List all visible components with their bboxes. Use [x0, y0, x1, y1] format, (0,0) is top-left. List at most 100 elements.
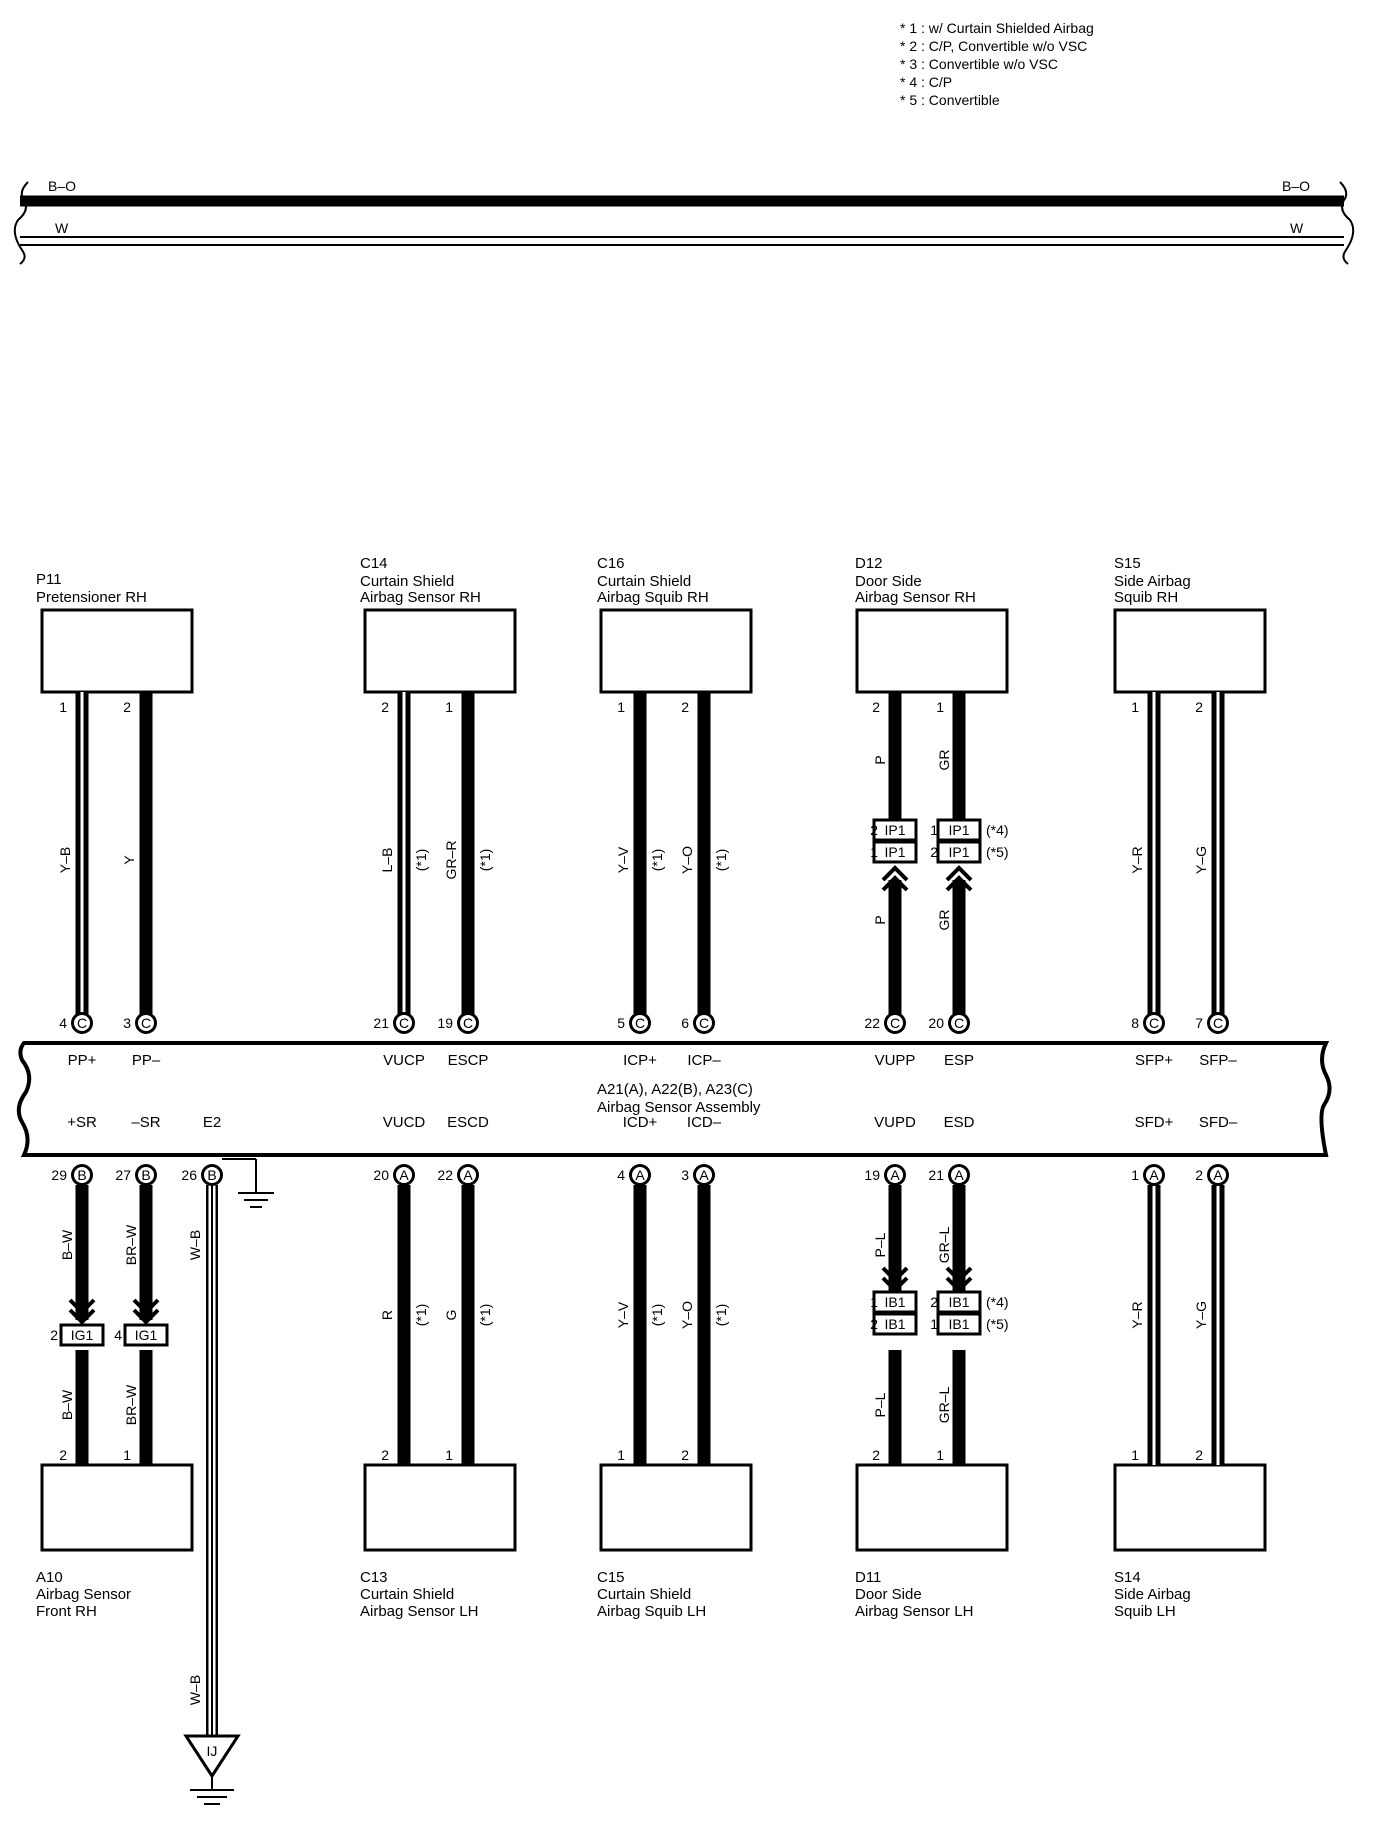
component-pin-number: 2 — [381, 1447, 389, 1463]
wire-color-label: W–B — [187, 1230, 203, 1260]
inline-connector-label: IG1 — [71, 1327, 94, 1343]
note-1: * 1 : w/ Curtain Shielded Airbag — [900, 20, 1094, 36]
component-pin-number: 1 — [59, 699, 67, 715]
component-desc: Door Side — [855, 573, 922, 590]
wire-color-label: Y–R — [1129, 846, 1145, 873]
ecu-pin-terminal-inner — [951, 1015, 967, 1031]
ecu-signal-label: ICD+ — [623, 1114, 658, 1131]
bus-lines: B–O B–O W W — [13, 178, 1355, 265]
wire-color-label: GR — [936, 750, 952, 771]
wire-color-label: R — [379, 1310, 395, 1320]
ecu-pin-number: 8 — [1131, 1015, 1139, 1031]
ecu-pin-terminal-inner — [887, 1015, 903, 1031]
ecu-pin-number: 20 — [928, 1015, 944, 1031]
wire-color-label: Y–B — [57, 847, 73, 873]
connector-letter: A — [890, 1167, 900, 1183]
wire-color-label: G — [443, 1310, 459, 1321]
ecu-signal-label: ICD– — [687, 1114, 722, 1131]
ground-point-label: IJ — [207, 1743, 218, 1759]
inline-connector-label: IP1 — [884, 822, 905, 838]
component-box-top — [599, 608, 753, 694]
connector-chevron — [945, 1266, 973, 1283]
component-label-s14: S14 Side Airbag Squib LH — [1114, 1569, 1191, 1620]
wire-color-label: P — [872, 915, 888, 924]
component-pin-number: 2 — [681, 1447, 689, 1463]
wire-color-label: Y–V — [615, 1301, 631, 1328]
ecu-signal-label: ICP– — [687, 1052, 721, 1069]
component-pin-number: 1 — [445, 1447, 453, 1463]
ecu-pin-number: 3 — [123, 1015, 131, 1031]
wire-color-label: GR — [936, 910, 952, 931]
connector-chevron — [132, 1298, 160, 1315]
ecu-signal-label: PP+ — [68, 1052, 97, 1069]
component-pin-number: 1 — [1131, 1447, 1139, 1463]
inline-pin-number: 2 — [930, 1294, 938, 1310]
note-4: * 4 : C/P — [900, 74, 952, 90]
ecu-signal-label: SFD– — [1199, 1114, 1238, 1131]
ecu-signal-label: ESCP — [448, 1052, 489, 1069]
component-pin-number: 2 — [59, 1447, 67, 1463]
component-code: D11 — [855, 1569, 881, 1586]
wire-color-label: P–L — [872, 1232, 888, 1257]
component-pin-number: 1 — [445, 699, 453, 715]
ecu-signal-label: VUPD — [874, 1114, 916, 1131]
wire-color-label: Y–G — [1193, 1301, 1209, 1329]
wire-color-label: W–B — [187, 1675, 203, 1705]
component-desc: Squib RH — [1114, 589, 1178, 606]
bus-w-label-right: W — [1290, 220, 1304, 236]
ecu-pin-number: 4 — [617, 1167, 625, 1183]
component-label-p11: P11 Pretensioner RH — [36, 571, 147, 606]
wire-color-label: Y–V — [615, 846, 631, 873]
inline-pin-number: 1 — [870, 1294, 878, 1310]
connector-chevron — [945, 865, 973, 882]
connector-letter: C — [463, 1015, 473, 1031]
ecu-pin-terminal-inner — [1210, 1167, 1226, 1183]
ecu-pin-number: 6 — [681, 1015, 689, 1031]
component-code: C15 — [597, 1569, 625, 1586]
inline-pin-number: 1 — [930, 822, 938, 838]
inline-connector-box — [59, 1323, 105, 1347]
inline-connector-box — [936, 1312, 982, 1336]
ecu-pin-terminal-inner — [696, 1015, 712, 1031]
inline-connector-box — [872, 818, 918, 842]
inline-connector-label: IP1 — [948, 844, 969, 860]
inline-pin-number: 1 — [870, 844, 878, 860]
ecu-pin-number: 21 — [373, 1015, 389, 1031]
component-desc: Pretensioner RH — [36, 589, 147, 606]
ecu-pin-terminal-inner — [632, 1167, 648, 1183]
ecu-signal-label: ESD — [944, 1114, 975, 1131]
ecu-pin-number: 29 — [51, 1167, 67, 1183]
bottom-component-labels: A10 Airbag Sensor Front RH C13 Curtain S… — [36, 1569, 1191, 1620]
component-boxes — [40, 608, 1267, 1552]
component-box-bottom — [1113, 1463, 1267, 1552]
component-desc: Airbag Sensor RH — [360, 589, 481, 606]
connector-letter: C — [77, 1015, 87, 1031]
component-code: P11 — [36, 571, 62, 588]
component-desc: Curtain Shield — [597, 573, 691, 590]
wire-color-label: Y–O — [679, 1301, 695, 1329]
component-desc: Curtain Shield — [360, 1586, 454, 1603]
ecu-pin-terminal-inner — [1146, 1015, 1162, 1031]
component-box-bottom — [40, 1463, 194, 1552]
component-desc: Door Side — [855, 1586, 922, 1603]
top-component-labels: P11 Pretensioner RH C14 Curtain Shield A… — [36, 555, 1191, 606]
ecu-pin-terminal-inner — [74, 1015, 90, 1031]
ecu-signal-label: VUCD — [383, 1114, 426, 1131]
wire-color-label: Y — [121, 855, 137, 865]
component-code: C13 — [360, 1569, 388, 1586]
component-pin-number: 1 — [936, 699, 944, 715]
wire-labels: 14PP+Y–B23PP–Y221VUCPL–B(*1)119ESCPGR–R(… — [50, 699, 1238, 1705]
connector-letter: A — [954, 1167, 964, 1183]
component-code: C16 — [597, 555, 625, 572]
component-pin-number: 2 — [872, 1447, 880, 1463]
component-pin-number: 2 — [381, 699, 389, 715]
component-code: A10 — [36, 1569, 63, 1586]
inline-pin-number: 2 — [870, 822, 878, 838]
wire-color-label: L–B — [379, 848, 395, 873]
component-desc: Side Airbag — [1114, 1586, 1191, 1603]
bus-bo-label-left: B–O — [48, 178, 76, 194]
connector-chevron — [68, 1298, 96, 1315]
ecu-pin-number: 21 — [928, 1167, 944, 1183]
component-label-d11: D11 Door Side Airbag Sensor LH — [855, 1569, 973, 1620]
